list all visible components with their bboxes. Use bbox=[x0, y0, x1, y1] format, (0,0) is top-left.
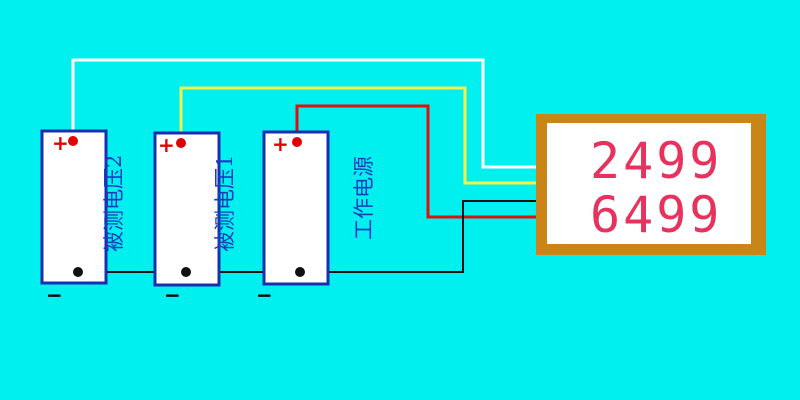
battery-label: 被测电压2 bbox=[102, 155, 126, 252]
black-wire-meter bbox=[300, 200, 540, 273]
negative-terminal bbox=[73, 267, 83, 277]
battery-label: 工作电源 bbox=[352, 156, 376, 240]
battery-measured-voltage-2: + − 被测电压2 bbox=[40, 129, 126, 307]
battery-measured-voltage-1: + − 被测电压1 bbox=[153, 131, 237, 307]
plus-sign: + bbox=[272, 132, 289, 156]
negative-terminal bbox=[181, 267, 191, 277]
battery-body bbox=[40, 129, 108, 285]
positive-terminal bbox=[176, 138, 186, 148]
plus-sign: + bbox=[158, 133, 175, 157]
positive-terminal bbox=[68, 136, 78, 146]
display-top-reading: 2499 bbox=[590, 132, 722, 190]
wires bbox=[71, 58, 540, 273]
battery-working-power: + − 工作电源 bbox=[256, 130, 376, 307]
red-wire bbox=[295, 104, 540, 219]
battery-label: 被测电压1 bbox=[213, 155, 237, 252]
plus-sign: + bbox=[52, 131, 69, 155]
minus-sign: − bbox=[164, 283, 181, 307]
minus-sign: − bbox=[46, 283, 63, 307]
meter-face bbox=[547, 123, 751, 244]
battery-body bbox=[153, 131, 221, 287]
display-bottom-reading: 6499 bbox=[590, 186, 722, 244]
dual-voltmeter: 2499 6499 bbox=[536, 114, 766, 255]
white-wire bbox=[71, 58, 540, 169]
negative-terminal bbox=[295, 267, 305, 277]
minus-sign: − bbox=[256, 283, 273, 307]
yellow-wire bbox=[179, 86, 540, 185]
positive-terminal bbox=[292, 137, 302, 147]
battery-body bbox=[262, 130, 330, 286]
